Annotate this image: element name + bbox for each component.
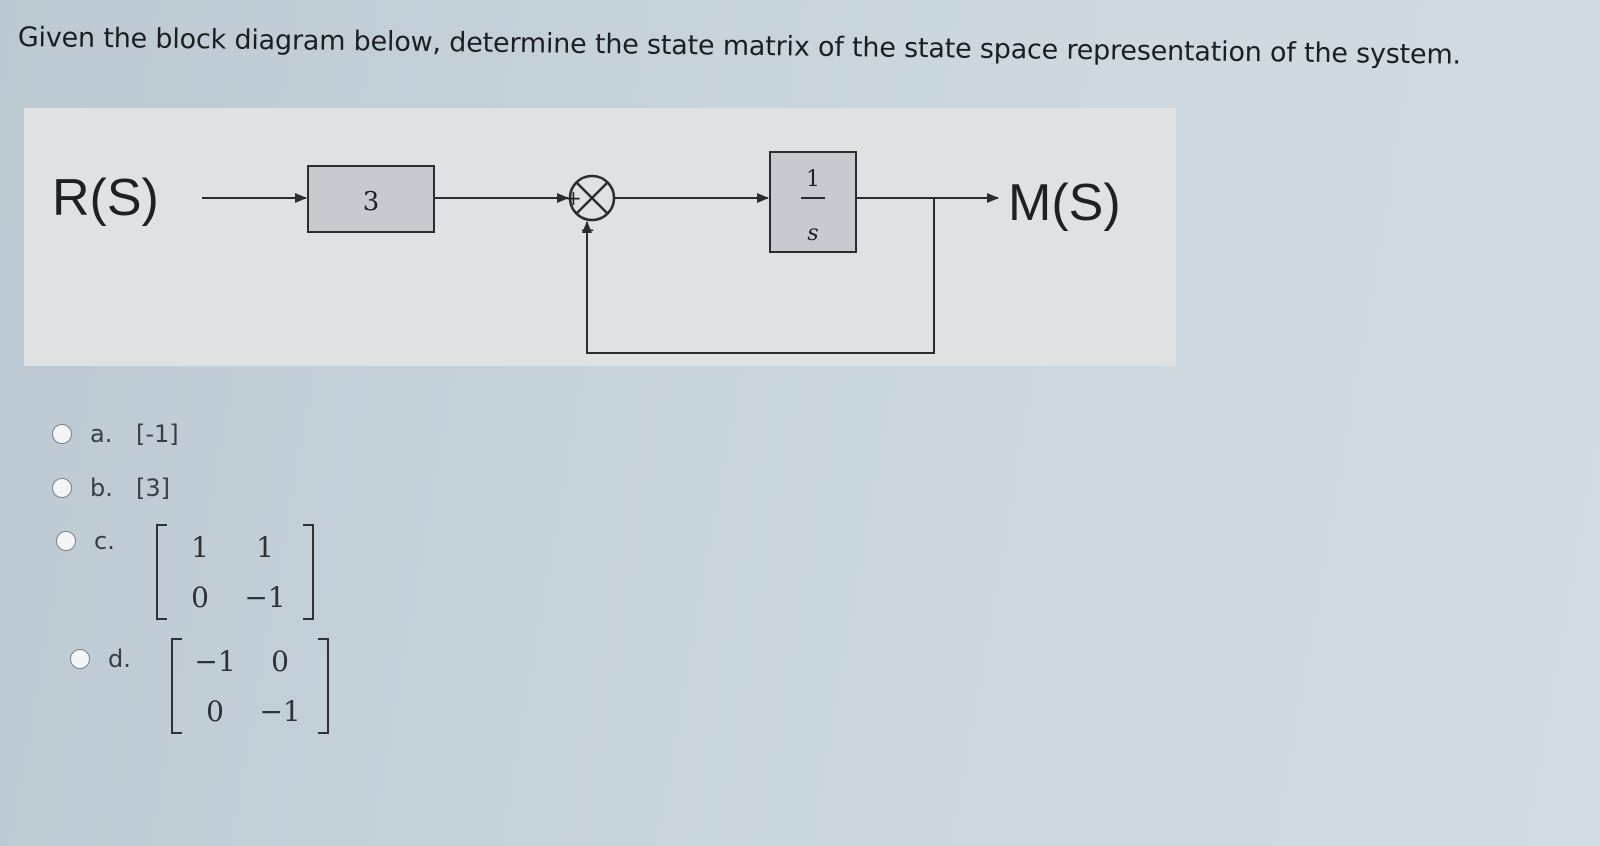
integrator-numerator: 1 (806, 167, 820, 192)
matrix-cell: 0 (271, 644, 289, 678)
matrix-cell: 1 (191, 530, 209, 564)
option-b-value: [3] (136, 474, 170, 502)
block-diagram: R(S) 3 + − 1 s M(S) (24, 108, 1176, 366)
gain-value: 3 (363, 187, 380, 217)
option-a-value: [-1] (136, 420, 179, 448)
option-a-radio[interactable] (52, 424, 72, 444)
option-c-matrix: 1 1 0 −1 (156, 522, 314, 622)
option-d-matrix: −1 0 0 −1 (171, 636, 329, 736)
option-b[interactable]: b. [3] (52, 474, 170, 502)
option-d-letter: d. (108, 645, 131, 673)
option-c[interactable]: c. (56, 527, 140, 555)
matrix-cell: −1 (194, 644, 236, 678)
output-label: M(S) (1008, 174, 1121, 232)
matrix-cell: −1 (244, 580, 286, 614)
integrator-block (769, 151, 857, 253)
option-b-radio[interactable] (52, 478, 72, 498)
integrator-denominator: s (807, 221, 818, 246)
option-c-radio[interactable] (56, 531, 76, 551)
option-c-letter: c. (94, 527, 115, 555)
sum-plus-sign: + (565, 186, 582, 210)
feedback-path (582, 198, 935, 354)
option-b-letter: b. (90, 474, 113, 502)
matrix-cell: 1 (256, 530, 274, 564)
matrix-cell: 0 (206, 694, 224, 728)
option-d-radio[interactable] (70, 649, 90, 669)
option-d[interactable]: d. (70, 645, 154, 673)
matrix-cell: 0 (191, 580, 209, 614)
input-label: R(S) (52, 169, 159, 227)
gain-block (307, 165, 435, 233)
option-a-letter: a. (90, 420, 113, 448)
option-a[interactable]: a. [-1] (52, 420, 179, 448)
matrix-cell: −1 (259, 694, 301, 728)
